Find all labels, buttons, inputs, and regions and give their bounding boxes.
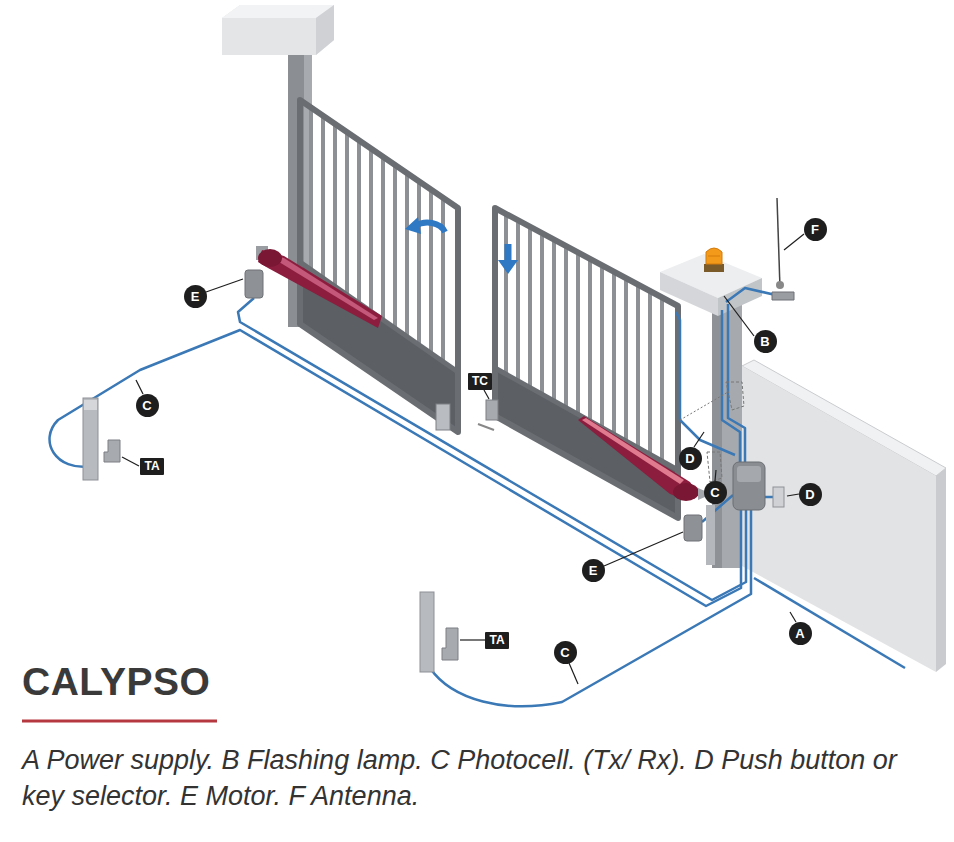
right-motor-box: [684, 515, 702, 541]
gate-bar: [552, 242, 556, 401]
callout-circle: D: [679, 447, 702, 470]
gate-bar: [417, 183, 421, 344]
callout-circle: E: [184, 285, 207, 308]
callout-tag: TA: [140, 458, 164, 475]
lock-contact: [486, 400, 498, 420]
lamp-ridge: [708, 256, 720, 257]
diagram-title: CALYPSO: [22, 660, 210, 704]
callout-circle: F: [804, 218, 827, 241]
legend-caption: A Power supply. B Flashing lamp. C Photo…: [22, 742, 902, 814]
callout-circle: B: [754, 330, 777, 353]
gate-bar: [405, 175, 409, 336]
gate-bar: [564, 248, 568, 407]
gate-bar: [357, 142, 361, 303]
antenna-rod: [777, 198, 780, 288]
photocell-post: [420, 592, 434, 672]
right-motor-head: [673, 483, 699, 501]
gate-bar: [393, 167, 397, 328]
left-pillar-cap: [222, 5, 334, 55]
control-unit-lid: [737, 466, 761, 482]
gate-bar: [648, 293, 652, 454]
key-selector: [773, 487, 784, 507]
gate-bar: [429, 192, 433, 354]
photocell-beam: [680, 392, 728, 420]
wall-side: [936, 468, 946, 672]
callout-circle: C: [704, 481, 727, 504]
left-pillar-cap-side: [316, 5, 334, 55]
gate-bar: [369, 151, 373, 312]
left-motor-highlight: [266, 254, 378, 320]
left-gate-frame: [300, 100, 458, 432]
leader-lines: [122, 234, 804, 684]
gate-bar: [636, 287, 640, 448]
control-unit: [733, 462, 765, 510]
photocell-bracket: [442, 628, 458, 660]
ground-post: [706, 505, 715, 565]
antenna-coil: [776, 281, 784, 289]
gate-bar: [345, 134, 349, 295]
callout-circle: D: [799, 483, 822, 506]
callout-circle: E: [582, 559, 605, 582]
left-motor-head: [258, 249, 282, 267]
open-arrowhead: [405, 217, 421, 234]
antenna-base: [772, 292, 794, 300]
right-pillar-cap-front: [660, 272, 718, 316]
gate-bar: [624, 280, 628, 441]
wall-face: [742, 366, 936, 672]
callout-tag: TA: [485, 632, 509, 649]
right-motor-highlight: [582, 418, 684, 484]
title-underline: [22, 720, 217, 723]
callout-letter: C: [560, 645, 569, 660]
gate-bar: [540, 235, 544, 394]
lock-contact-plate: [478, 424, 494, 430]
callout-circle: C: [136, 394, 159, 417]
left-pillar-cap-top: [222, 5, 334, 18]
callout-tag: TC: [468, 373, 492, 390]
callout-letter: TC: [472, 374, 488, 388]
gate-bar: [309, 110, 313, 270]
gate-bar: [600, 267, 604, 427]
callout-letter: TA: [144, 459, 159, 473]
gate-lock: [436, 404, 450, 430]
gate-bar: [381, 159, 385, 320]
left-motor-arm: [258, 250, 382, 328]
callout-letter: E: [191, 289, 200, 304]
callout-letter: C: [710, 485, 719, 500]
callout-letter: C: [142, 398, 151, 413]
photocell-outline: [726, 382, 744, 410]
callout-circle: A: [789, 622, 812, 645]
photocell-post: [83, 398, 98, 480]
callout-letter: D: [685, 451, 694, 466]
gate-bar: [504, 216, 508, 374]
flashing-lamp: [706, 248, 722, 264]
callout-letter: E: [589, 563, 598, 578]
left-motor-box: [245, 270, 263, 298]
gate-bar: [516, 222, 520, 380]
gate-bar: [333, 126, 337, 286]
callout-letter: TA: [489, 633, 504, 647]
wiring: [50, 288, 905, 706]
callout-letter: F: [811, 222, 819, 237]
lamp-base: [704, 264, 724, 272]
close-arrowhead: [498, 260, 518, 274]
gate-bar: [528, 229, 532, 388]
gate-bar: [321, 118, 325, 278]
gate-bar: [588, 261, 592, 421]
callout-letter: A: [795, 626, 804, 641]
close-arrow: [505, 244, 512, 262]
callout-circle: C: [554, 641, 577, 664]
gate-bar: [576, 254, 580, 414]
photocell-post-top: [84, 400, 97, 410]
gate-bar: [660, 300, 664, 462]
gate-bar: [612, 274, 616, 434]
photocell-outline: [707, 452, 722, 482]
callout-letter: D: [805, 487, 814, 502]
photocell-bracket: [104, 440, 120, 462]
callout-letter: B: [760, 334, 769, 349]
